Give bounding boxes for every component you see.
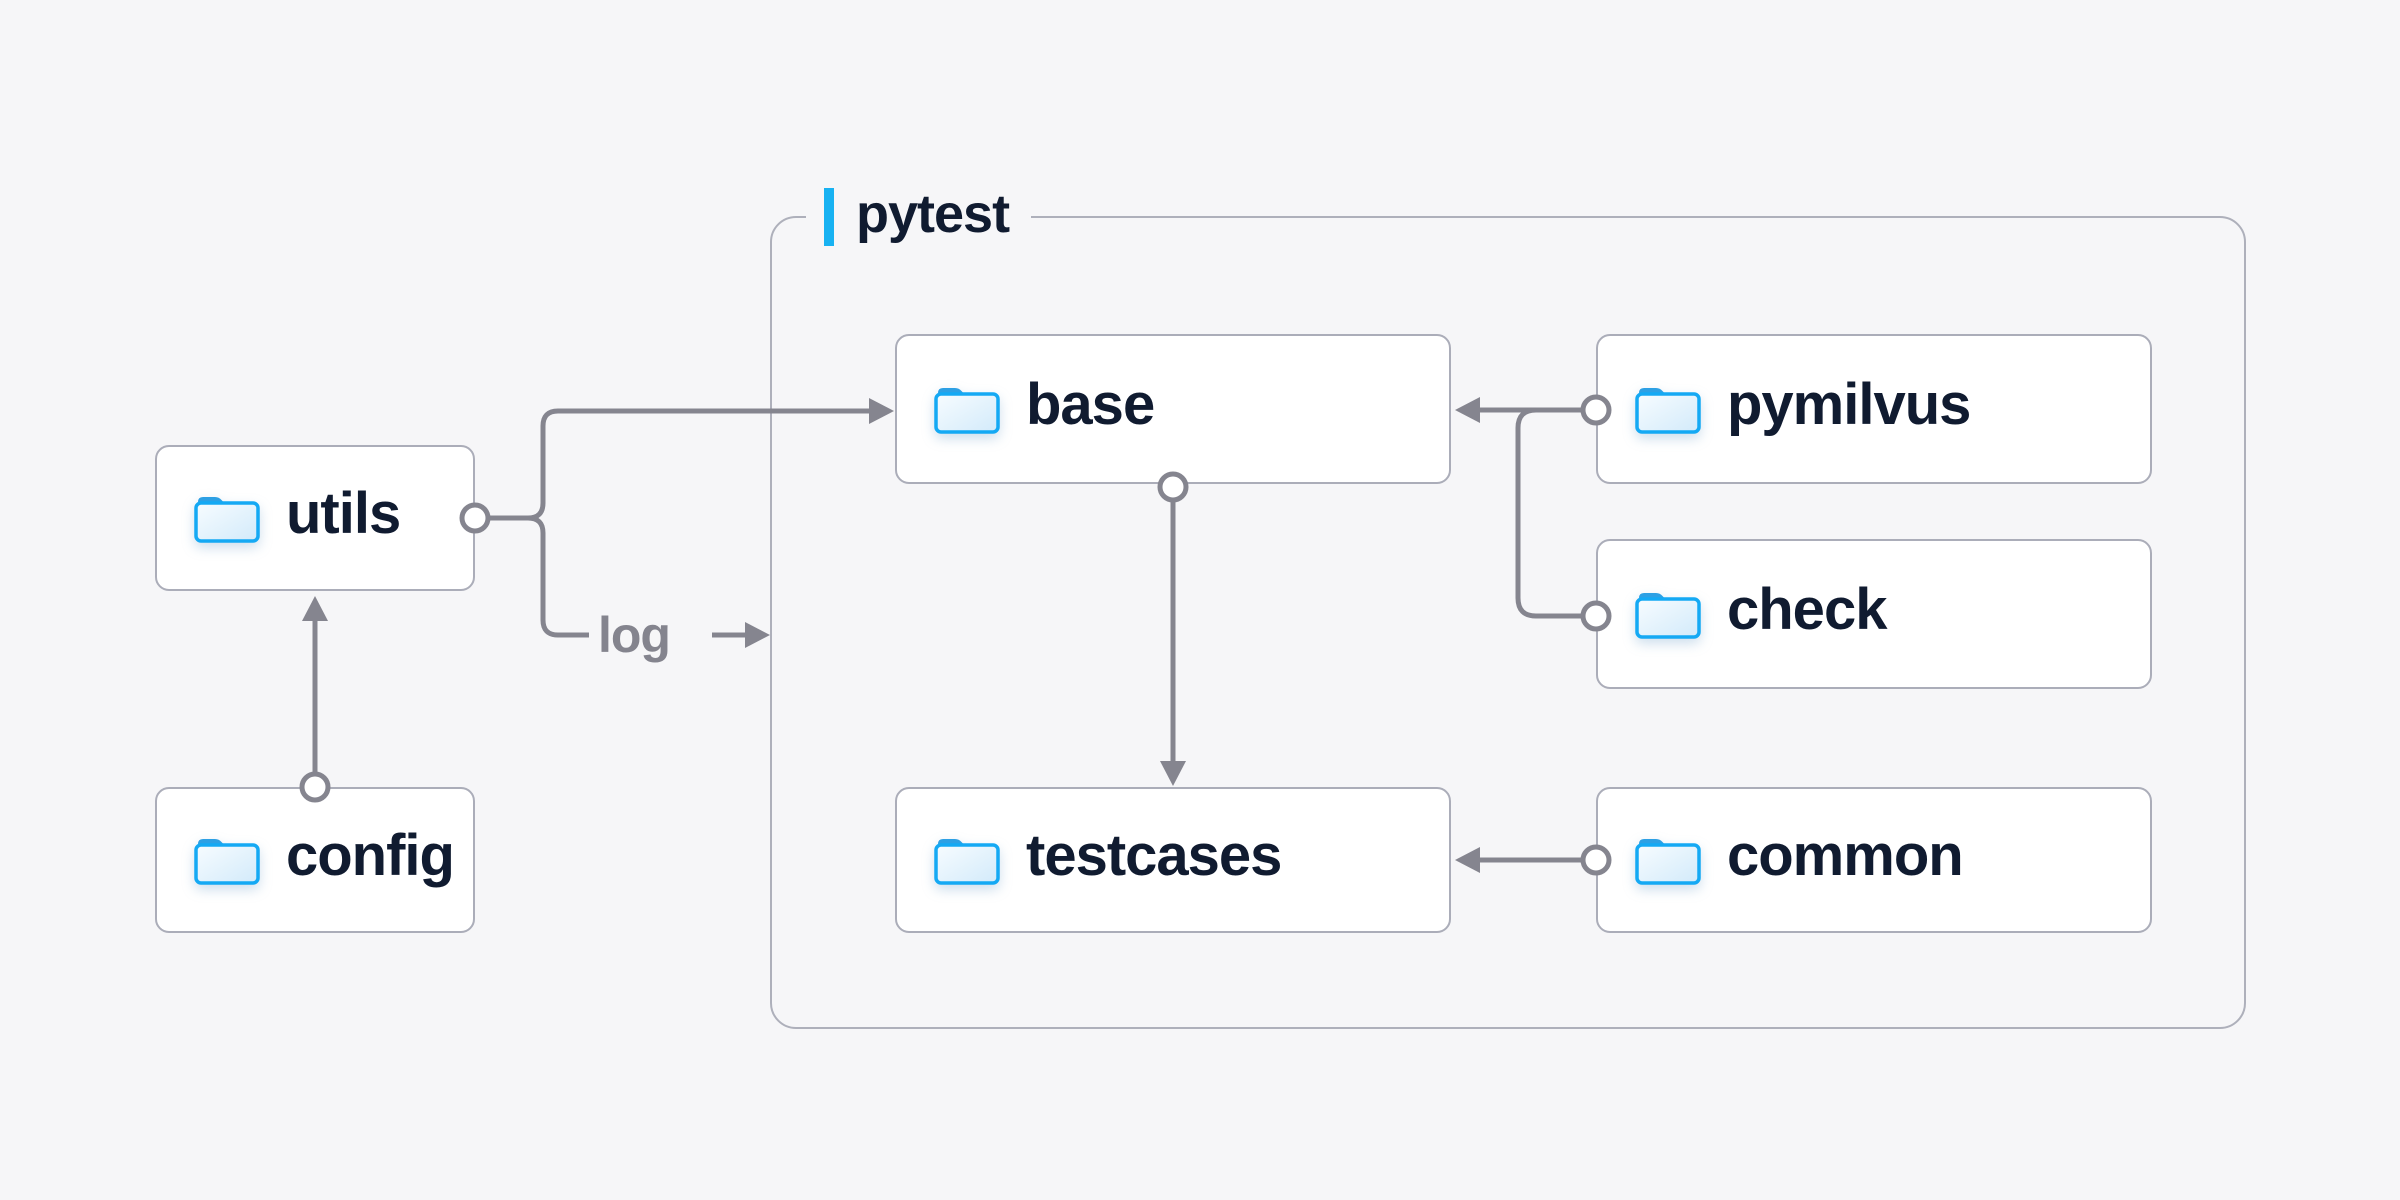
node-label-common: common [1727,823,1964,888]
node-common: common [1596,787,2152,933]
edge-utils-log [527,515,589,638]
pytest-container: pytest [770,187,2246,1029]
folder-icon [194,493,260,543]
node-label-base: base [1026,372,1155,437]
node-check: check [1596,539,2152,689]
node-base: base [895,334,1451,484]
node-testcases: testcases [895,787,1451,933]
node-label-pymilvus: pymilvus [1727,372,1971,437]
node-label-utils: utils [286,481,401,546]
folder-icon [194,835,260,885]
folder-icon [1635,835,1701,885]
node-config: config [155,787,475,933]
node-label-config: config [286,823,455,888]
arrowhead-log [745,622,770,648]
node-pymilvus: pymilvus [1596,334,2152,484]
edge-label-log: log [598,607,671,663]
node-label-check: check [1727,577,1887,642]
folder-icon [1635,384,1701,434]
node-label-testcases: testcases [1026,823,1282,888]
arrowhead-config-utils [302,596,328,621]
pytest-label: pytest [806,184,1032,247]
node-utils: utils [155,445,475,591]
folder-icon [934,384,1000,434]
folder-icon [1635,589,1701,639]
accent-bar-icon [824,188,834,246]
pytest-label-text: pytest [856,184,1010,244]
folder-icon [934,835,1000,885]
